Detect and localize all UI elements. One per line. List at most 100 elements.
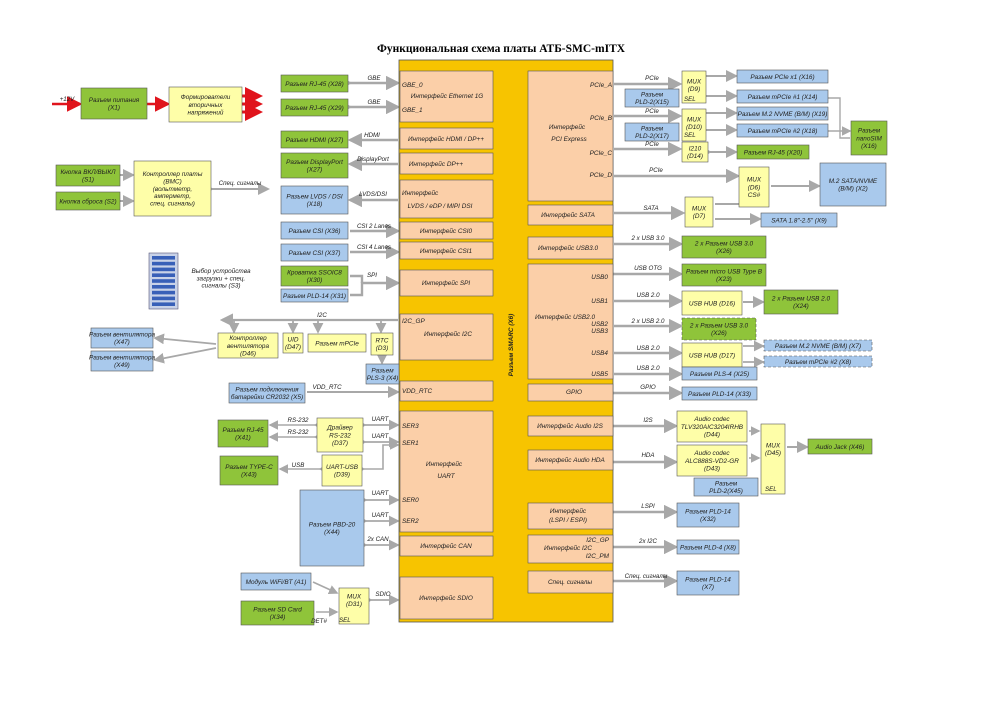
mux-d6-block [738, 166, 770, 208]
signal-label: UART [372, 512, 390, 519]
power-input-label: +12V [60, 96, 75, 103]
microusb-x23-label: Разъем micro USB Type B [686, 269, 763, 276]
wifi-block [240, 572, 312, 591]
usb3-x26-block [681, 235, 767, 259]
lvds-interface-label: Интерфейс [402, 189, 439, 197]
btn-power-block [55, 164, 121, 187]
typec-x43-label: Разъем TYPE-C [225, 464, 273, 471]
mux-d7-label: MUX [692, 206, 707, 213]
dp-x27-label: (X27) [307, 167, 323, 174]
signal-label: PCIe [649, 167, 663, 174]
signal-arrow [153, 347, 217, 364]
mux-d6-label: (D6) [748, 184, 760, 191]
dip-switch-pin-icon [152, 285, 175, 289]
sata-x9-block [760, 212, 838, 228]
uart-interface-label: Интерфейс [426, 460, 463, 468]
mux-d9-block [681, 70, 707, 104]
i2cpm-interface [527, 534, 614, 564]
page-title: Функциональная схема платы АТБ-SMC-mITX [377, 43, 626, 55]
pcie-interface [527, 70, 614, 202]
lvds-interface [399, 179, 494, 219]
pld-x15-label: PLD-2(X15) [635, 99, 669, 106]
signal-label: SEL [339, 617, 351, 624]
usb3-interface-label: Интерфейс USB3.0 [538, 244, 598, 252]
uart-interface-label: SER0 [402, 497, 419, 504]
m2-x19-block [736, 106, 829, 121]
signal-label: HDA [641, 452, 654, 459]
lvds-interface-label: LVDS / eDP / MIPI DSI [408, 203, 473, 210]
fan-ctrl-block [217, 332, 279, 359]
lvds-x18-block [280, 185, 349, 215]
i2cpm-interface-label: Интерфейс I2C [544, 544, 592, 552]
pcie-interface-label: PCIe_D [590, 172, 613, 179]
pld-x31-label: Разъем PLD-14 (X31) [283, 293, 346, 300]
mux-d31-block [338, 587, 370, 625]
dip-switch-pin-icon [152, 296, 175, 301]
mux-d6-label: MUX [747, 177, 762, 184]
rs232-drv-block [316, 417, 364, 453]
pls-x25-label: Разъем PLS-4 (X25) [690, 371, 749, 378]
nanosim-label: Разъем [858, 128, 881, 135]
pld-x45-label: PLD-2(X45) [709, 488, 743, 495]
i2c-interface-label: Интерфейс I2C [424, 330, 472, 338]
fan-x47-label: (X47) [114, 339, 130, 346]
usb3-x26-label: (X26) [716, 248, 732, 255]
fan-x47-label: Разъем вентилятора [89, 332, 156, 339]
signal-path [356, 440, 400, 474]
signal-label: PCIe [645, 75, 659, 82]
signal-label: GBE [367, 75, 381, 82]
mpcie-2-x18-block [736, 123, 829, 138]
audio-d43-label: (D43) [704, 465, 720, 472]
switch-s3-label: Выбор устройства [191, 267, 250, 275]
rj45-x29-block [280, 98, 349, 117]
signal-label: PCIe [645, 108, 659, 115]
power-connector-block [80, 87, 148, 120]
usb2-x24-block [763, 289, 839, 315]
dp-interface [399, 152, 494, 175]
i2s-interface [527, 415, 614, 437]
wifi-label: Модуль WiFi/BT (A1) [246, 578, 307, 586]
mux-d7-block [684, 196, 714, 228]
uart-usb-label: UART-USB [326, 464, 359, 471]
pld-x32-block [676, 502, 740, 528]
voltage-former-label: вторичных [189, 102, 224, 109]
dp-x27-label: Разъем DisplayPort [286, 159, 343, 166]
pld-x33-block [681, 386, 758, 401]
signal-label: I2S [643, 417, 653, 424]
signal-label: 2x CAN [366, 536, 389, 543]
pcie-interface-label: PCIe_C [590, 150, 613, 157]
signal-arrow [153, 333, 217, 345]
battery-label: батарейки CR2032 (X5) [231, 393, 303, 401]
nanosim-block [850, 120, 888, 156]
rj45-x41-label: Разъем RJ-45 [222, 427, 264, 434]
mpcie-small-label: Разъем mPCIe [315, 340, 359, 347]
mux-d10-label: MUX [687, 117, 702, 124]
uid-label: (D47) [285, 344, 301, 351]
hdmi-x27-block [280, 130, 349, 149]
usb3-x26b-block [681, 317, 757, 341]
bmc-label: спец. сигналы) [150, 201, 195, 208]
pld-x7-label: Разъем PLD-14 [685, 577, 731, 584]
i2c-interface-label: I2C_GP [402, 318, 425, 325]
mpcie-x8-label: Разъем mPCIe #2 (X8) [785, 359, 851, 366]
usb2-interface-label: USB1 [591, 298, 608, 305]
ssd-x30-label: Кроватка SSOIC8 [287, 270, 342, 277]
m2-x7-label: Разъем M.2 NVME (B/M) (X7) [775, 343, 861, 350]
pld-x15-block [624, 88, 680, 108]
signal-label: RS-232 [288, 417, 310, 424]
fan-x49-block [90, 350, 154, 372]
signal-label: UART [372, 416, 390, 423]
signal-label: CSI 4 Lanes [357, 244, 391, 251]
signal-label: 2 x USB 2.0 [630, 318, 665, 325]
uid-block [282, 332, 304, 354]
sata-interface-label: Интерфейс SATA [541, 211, 595, 219]
sd-x34-label: (X34) [270, 614, 286, 621]
power-connector-label: (X1) [108, 105, 120, 112]
pld4-x8-block [676, 539, 740, 555]
espi-interface-label: Интерфейс [550, 507, 587, 515]
usb2-interface-label: USB2 [591, 321, 608, 328]
gbe-interface [399, 70, 494, 123]
i210-block [681, 141, 709, 163]
bmc-block [133, 160, 212, 217]
fan-ctrl-label: (D46) [240, 350, 256, 357]
